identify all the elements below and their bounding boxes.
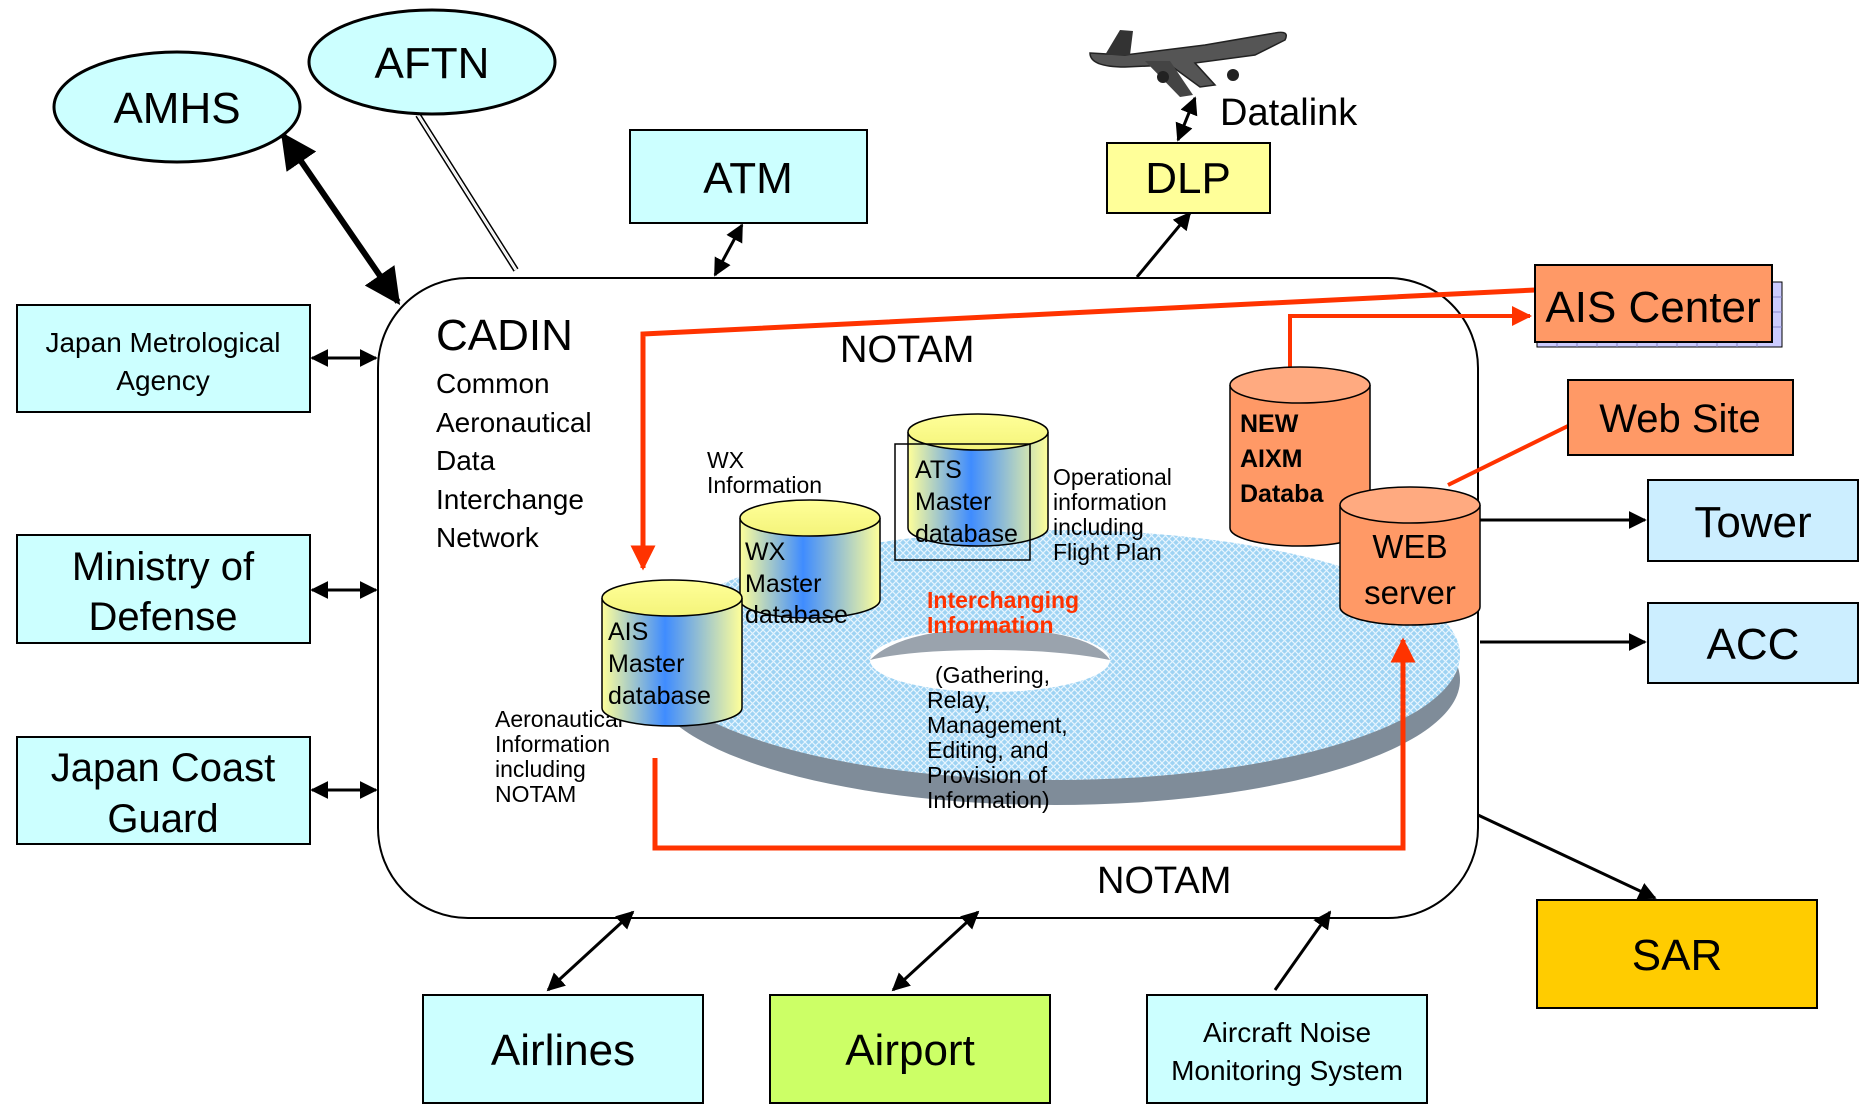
wx-master-database: WX Master database <box>739 499 881 629</box>
acc-box: ACC <box>1647 602 1859 684</box>
noise-link <box>1273 910 1332 991</box>
sar-link <box>1477 813 1657 900</box>
cadin-subtitle: Common Aeronautical Data Interchange Net… <box>436 368 592 553</box>
mod-box: Ministry of Defense <box>16 534 311 644</box>
ais-db-label: AIS <box>608 618 648 646</box>
wx-db-label: database <box>745 601 848 629</box>
interchanging-line1: Interchanging <box>927 587 1079 613</box>
functions-line: (Gathering, <box>935 662 1050 688</box>
web-site-link <box>1447 423 1571 487</box>
ats-db-label: database <box>915 520 1018 548</box>
functions-line: Relay, <box>927 687 991 713</box>
web-site-box: Web Site <box>1567 379 1794 456</box>
ats-db-label: ATS <box>915 456 962 484</box>
notam-flow-top <box>630 287 1536 571</box>
cadin-subtitle-line: Data <box>436 445 496 476</box>
functions-line: Provision of <box>927 762 1048 788</box>
ais-db-label: Master <box>608 650 684 678</box>
ais-master-database: AIS Master database <box>601 579 743 727</box>
functions-line: Information) <box>927 787 1050 813</box>
atm-label: ATM <box>703 154 793 203</box>
cadin-title: CADIN <box>436 311 573 360</box>
ais-center-label: AIS Center <box>1545 283 1760 332</box>
aftn-node: AFTN <box>307 8 557 116</box>
airlines-box: Airlines <box>422 994 704 1104</box>
acc-label: ACC <box>1707 620 1800 669</box>
functions-line: Management, <box>927 712 1068 738</box>
atm-box: ATM <box>629 129 868 224</box>
functions-list: (Gathering, Relay, Management, Editing, … <box>927 662 1068 813</box>
wx-db-label: WX <box>745 538 786 566</box>
noise-label-line1: Aircraft Noise <box>1203 1017 1371 1048</box>
airlines-label: Airlines <box>491 1026 635 1075</box>
operational-label-line2: information <box>1053 489 1167 515</box>
web-server: WEB server <box>1339 486 1481 626</box>
datalink-label: Datalink <box>1220 92 1358 134</box>
jma-label-line1: Japan Metrological <box>45 327 280 358</box>
interchanging-line2: Information <box>927 612 1054 638</box>
sar-label: SAR <box>1632 931 1722 980</box>
jma-box: Japan Metrological Agency <box>16 304 311 413</box>
ats-master-database: ATS Master database <box>894 413 1049 561</box>
web-site-label: Web Site <box>1599 397 1761 441</box>
amhs-link <box>280 132 401 305</box>
aeronautical-label-line4: NOTAM <box>495 781 576 807</box>
jma-label-line2: Agency <box>116 365 209 396</box>
aixm-database: NEW AIXM Databa <box>1229 366 1371 547</box>
aftn-link-heads <box>418 115 516 270</box>
aixm-db-label: AIXM <box>1240 445 1303 473</box>
amhs-node: AMHS <box>52 50 302 164</box>
airplane-icon <box>1089 30 1287 97</box>
dlp-label: DLP <box>1145 154 1231 203</box>
dlp-link <box>1135 211 1192 278</box>
wx-db-label: Master <box>745 570 821 598</box>
jcg-box: Japan Coast Guard <box>16 736 311 845</box>
jcg-label-line2: Guard <box>107 797 218 841</box>
wx-info-label-line2: Information <box>707 472 822 498</box>
aeronautical-label-line1: Aeronautical <box>495 706 623 732</box>
operational-label-line4: Flight Plan <box>1053 539 1162 565</box>
aixm-db-label: Databa <box>1240 480 1324 508</box>
cadin-subtitle-line: Network <box>436 522 540 553</box>
operational-label-line1: Operational <box>1053 464 1172 490</box>
amhs-label: AMHS <box>113 84 240 133</box>
aeronautical-label-line3: including <box>495 756 586 782</box>
cadin-subtitle-line: Common <box>436 368 550 399</box>
jcg-label-line1: Japan Coast <box>51 746 276 790</box>
cadin-subtitle-line: Aeronautical <box>436 407 592 438</box>
tower-box: Tower <box>1647 479 1859 562</box>
wx-info-label-line1: WX <box>707 447 744 473</box>
aftn-label: AFTN <box>375 39 490 88</box>
airport-link <box>891 910 980 992</box>
ais-db-label: database <box>608 682 711 710</box>
aixm-db-label: NEW <box>1240 410 1299 438</box>
dlp-box: DLP <box>1106 142 1271 214</box>
noise-box: Aircraft Noise Monitoring System <box>1146 994 1428 1104</box>
aeronautical-label-line2: Information <box>495 731 610 757</box>
datalink-link <box>1175 96 1198 142</box>
notam-flow-bottom <box>652 637 1416 851</box>
airport-box: Airport <box>769 994 1051 1104</box>
notam-top-label: NOTAM <box>840 329 974 371</box>
web-server-label: server <box>1364 574 1456 611</box>
operational-label-line3: including <box>1053 514 1144 540</box>
airport-label: Airport <box>845 1026 975 1075</box>
atm-link <box>713 223 744 277</box>
functions-line: Editing, and <box>927 737 1048 763</box>
sar-box: SAR <box>1536 899 1818 1009</box>
ais-center-box: r AIS Center <box>1534 264 1783 348</box>
connections <box>280 96 1657 992</box>
notam-bottom-label: NOTAM <box>1097 860 1231 902</box>
mod-label-line1: Ministry of <box>72 545 255 589</box>
mod-label-line2: Defense <box>89 595 238 639</box>
noise-label-line2: Monitoring System <box>1171 1055 1403 1086</box>
ats-db-frame <box>894 443 1031 561</box>
web-server-label: WEB <box>1372 528 1447 565</box>
airlines-link <box>546 910 635 992</box>
cadin-subtitle-line: Interchange <box>436 484 584 515</box>
tower-label: Tower <box>1694 498 1811 547</box>
ats-db-label: Master <box>915 488 991 516</box>
